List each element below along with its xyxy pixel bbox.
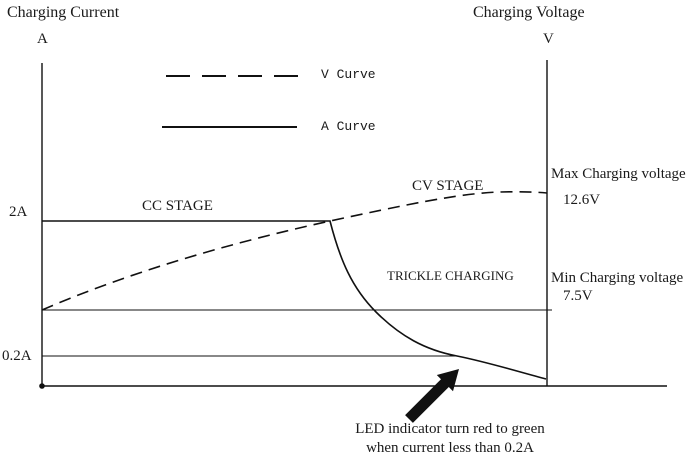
- max-voltage-label: Max Charging voltage: [551, 166, 686, 182]
- led-note-line2: when current less than 0.2A: [366, 440, 534, 456]
- min-voltage-value: 7.5V: [563, 288, 593, 304]
- led-note-line1: LED indicator turn red to green: [355, 421, 545, 437]
- legend-label-v-curve: V Curve: [321, 67, 376, 82]
- left-axis-unit: A: [37, 31, 48, 47]
- min-voltage-label: Min Charging voltage: [551, 270, 684, 286]
- annotation-arrow-icon: [405, 369, 459, 423]
- legend-label-a-curve: A Curve: [321, 119, 376, 134]
- right-axis-unit: V: [543, 31, 554, 47]
- left-axis-title: Charging Current: [7, 4, 120, 21]
- cc-stage-label: CC STAGE: [142, 198, 213, 214]
- led-indicator-note: LED indicator turn red to green when cur…: [320, 420, 580, 458]
- right-axis-title: Charging Voltage: [473, 4, 585, 21]
- origin-dot: [39, 383, 45, 389]
- cv-stage-label: CV STAGE: [412, 178, 484, 194]
- a-curve-path: [42, 220, 547, 380]
- max-voltage-value: 12.6V: [563, 192, 601, 208]
- trickle-charging-label: TRICKLE CHARGING: [387, 268, 514, 283]
- tick-label-0point2a: 0.2A: [2, 348, 32, 364]
- tick-label-2a: 2A: [9, 204, 28, 220]
- v-curve-path: [41, 191, 548, 311]
